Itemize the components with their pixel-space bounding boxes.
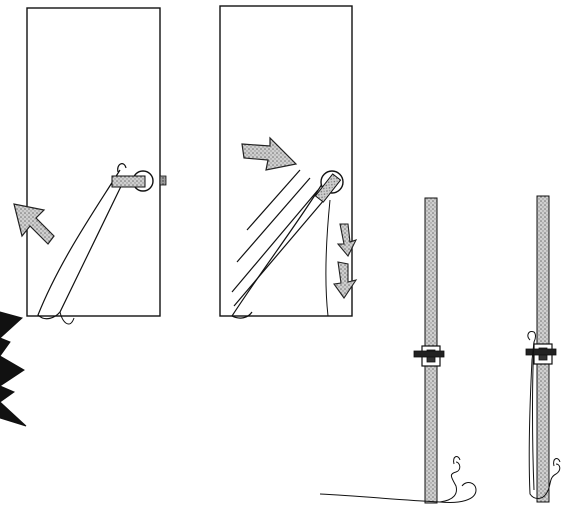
lever-handle-1	[111, 175, 146, 188]
thread-loop-4	[553, 458, 561, 467]
thread-3	[319, 461, 461, 503]
thread-loop-3	[453, 456, 461, 465]
panel-door-edge-3	[319, 197, 477, 504]
panel-door-front-2	[219, 5, 358, 319]
thread-hook-1	[117, 163, 127, 173]
door-swing-edge	[325, 199, 331, 317]
swing-arrow-icon	[13, 203, 55, 245]
latch-bar-3	[413, 350, 445, 358]
thread-4	[527, 331, 561, 499]
down-arrow-icon-2	[333, 261, 358, 299]
panel-door-edge-4	[525, 195, 561, 503]
thread-tail-1	[59, 311, 75, 325]
lever-handle-2	[314, 173, 342, 203]
latch-bar-4	[525, 348, 557, 356]
thread-1	[37, 169, 127, 320]
impact-burst-icon	[0, 311, 27, 427]
panel-door-front-1	[13, 7, 167, 325]
thread-2	[231, 183, 323, 319]
down-arrow-icon-1	[336, 223, 358, 257]
push-arrow-icon	[241, 136, 298, 171]
door-1	[26, 7, 161, 317]
latch-plate-1	[159, 175, 167, 186]
motion-lines	[231, 169, 325, 307]
